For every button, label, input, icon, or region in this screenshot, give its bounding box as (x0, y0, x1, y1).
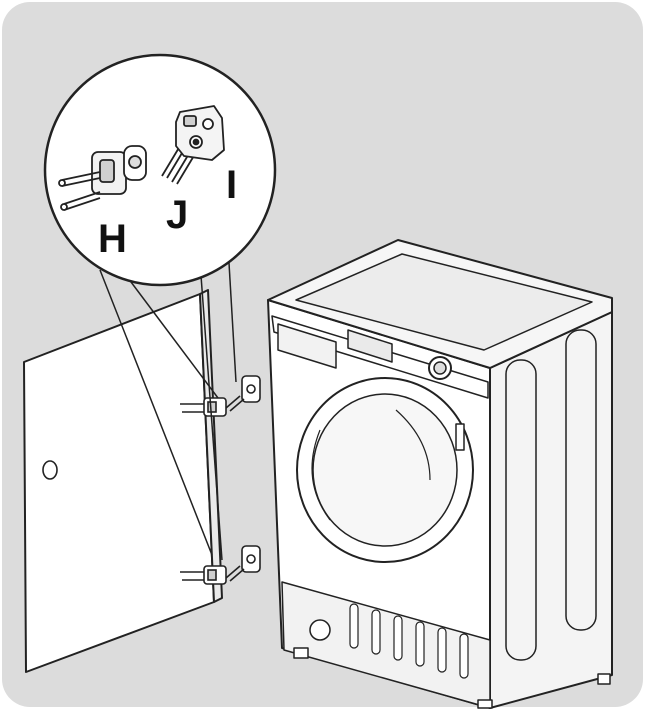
machine-top-inset (295, 253, 593, 351)
callout-leader-lines (99, 245, 237, 561)
hinge-part-h (58, 145, 147, 211)
machine-mounting-brackets (225, 375, 261, 582)
door-inner-ring (312, 393, 458, 547)
machine-side-panel (489, 311, 613, 709)
side-emboss-right (565, 329, 597, 631)
door-knob (42, 460, 58, 480)
drain-pump-cap (309, 619, 331, 641)
plinth-vents (349, 603, 469, 679)
washing-machine (267, 239, 613, 709)
display-window (347, 329, 393, 363)
callout-circle (43, 53, 277, 287)
door-handle (455, 423, 465, 451)
door-panel-edge (199, 289, 223, 603)
label-j: J (166, 193, 188, 237)
bracket-part-i (175, 105, 225, 161)
label-i: I (226, 163, 237, 207)
detergent-drawer (277, 323, 337, 369)
callout-magnifier: H J I (43, 53, 277, 287)
side-emboss-left (505, 359, 537, 661)
door-hinges (180, 397, 227, 585)
cabinet-door (23, 289, 223, 673)
label-h: H (98, 217, 127, 261)
